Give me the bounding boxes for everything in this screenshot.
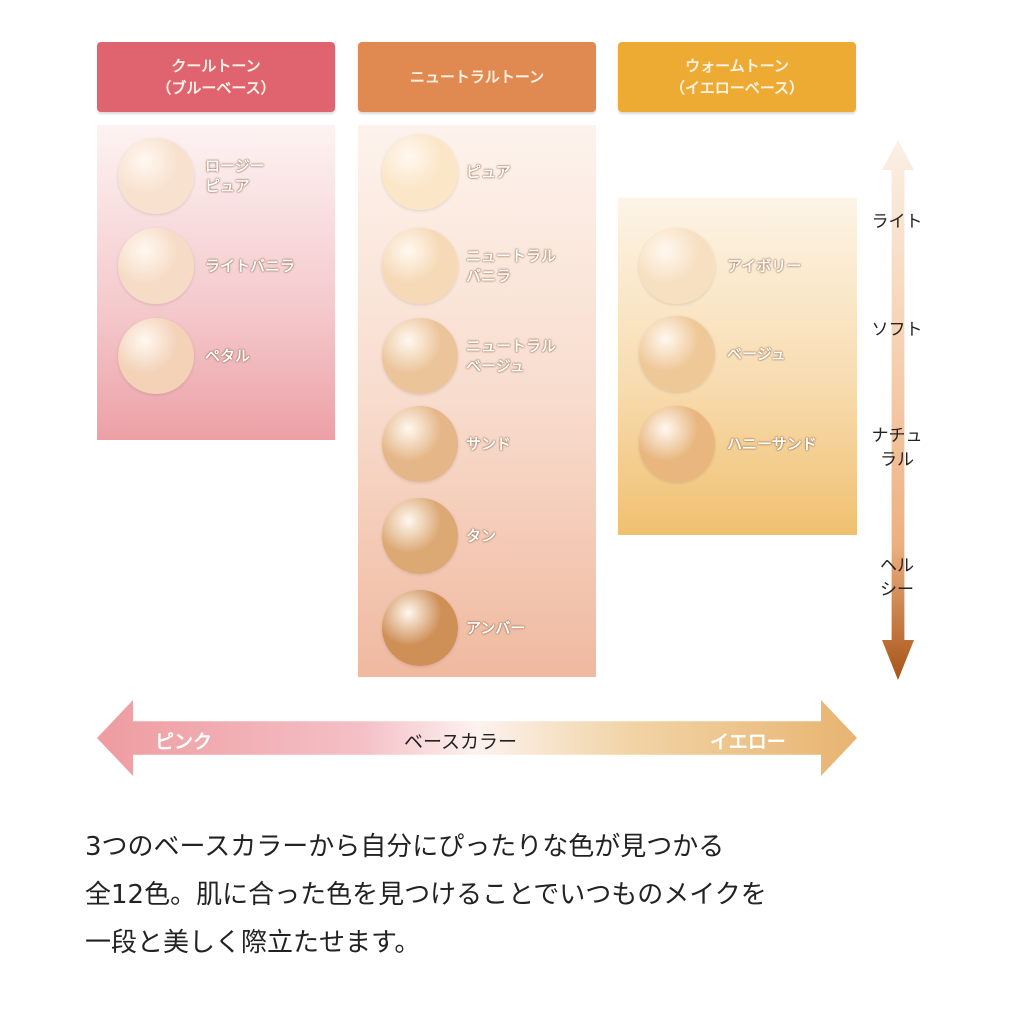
header-subtitle: （イエローベース）: [669, 79, 805, 97]
vertical-label: ナチュラル: [871, 426, 923, 470]
shade-swatch: [118, 318, 194, 394]
axis-label-yellow: イエロー: [710, 731, 786, 753]
vertical-label: ヘルシー: [880, 556, 914, 600]
shade-swatch: [118, 228, 194, 304]
vertical-label: ソフト: [871, 320, 923, 340]
header-cool-tone: クールトーン （ブルーベース）: [97, 42, 335, 112]
header-neutral-tone: ニュートラルトーン: [358, 42, 596, 112]
header-title: ウォームトーン: [685, 57, 789, 75]
shade-swatch: [639, 406, 715, 482]
shade-swatch: [382, 498, 458, 574]
description-line: 3つのベースカラーから自分にぴったりな色が見つかる: [85, 832, 725, 862]
shade-swatch: [382, 590, 458, 666]
shade-swatch: [639, 228, 715, 304]
shade-label: ベージュ: [727, 345, 786, 363]
header-title: ニュートラルトーン: [409, 68, 545, 86]
shade-label: アンバー: [466, 619, 526, 637]
header-title: クールトーン: [171, 57, 261, 75]
shade-swatch: [382, 406, 458, 482]
description-line: 一段と美しく際立たせます。: [85, 928, 421, 958]
shade-label: タン: [466, 527, 497, 545]
shade-label: ペタル: [205, 347, 251, 365]
header-subtitle: （ブルーベース）: [156, 79, 276, 97]
shade-label: ピュア: [466, 163, 511, 181]
shade-swatch: [118, 138, 194, 214]
shade-label: ハニーサンド: [727, 435, 817, 453]
shade-label: ロージーピュア: [205, 157, 265, 195]
shade-swatch: [382, 228, 458, 304]
neutral-panel: [358, 125, 596, 677]
shade-swatch: [382, 318, 458, 394]
shade-label: ニュートラルバニラ: [466, 247, 557, 285]
description-line: 全12色。肌に合った色を見つけることでいつものメイクを: [85, 880, 767, 910]
shade-label: ニュートラルベージュ: [466, 337, 557, 375]
axis-label-base-color: ベースカラー: [404, 731, 518, 753]
shade-label: ライトバニラ: [205, 257, 296, 275]
vertical-label: ライト: [871, 212, 923, 232]
shade-swatch: [639, 316, 715, 392]
shade-swatch: [382, 134, 458, 210]
shade-label: サンド: [466, 435, 512, 453]
shade-label: アイボリー: [727, 257, 802, 275]
header-warm-tone: ウォームトーン （イエローベース）: [618, 42, 856, 112]
axis-label-pink: ピンク: [155, 731, 213, 753]
